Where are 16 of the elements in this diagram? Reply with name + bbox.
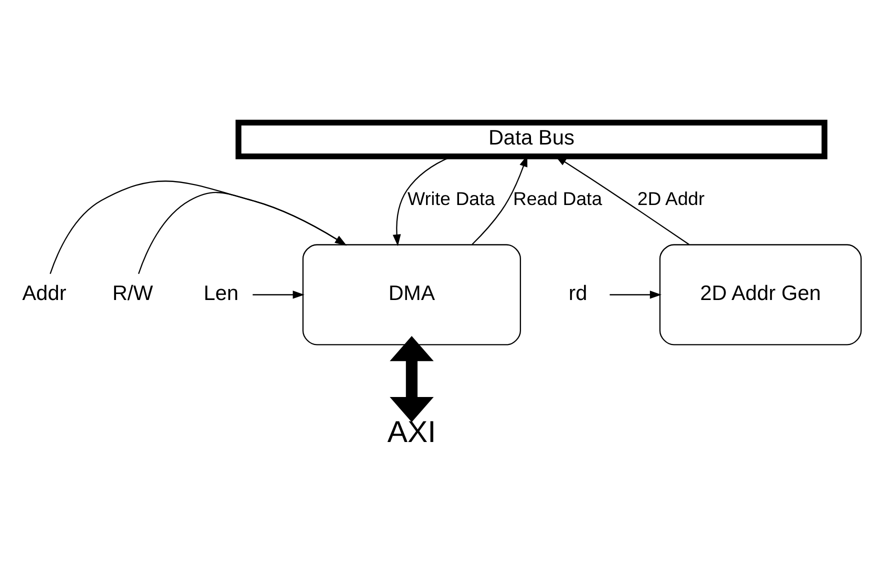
node-box: Data Bus [236,120,828,160]
node-text: Addr [22,282,66,305]
edge-label: Write Data [407,188,495,209]
arrow [252,290,304,299]
node-text: rd [568,282,588,305]
node-text: AXI [387,416,436,450]
node-box: DMA [302,244,521,346]
arrow [610,290,662,299]
node-text: Len [204,282,238,305]
arrow [390,336,434,422]
edge-label: Read Data [513,188,602,209]
edge-label: 2D Addr [637,188,705,209]
arrow [138,192,347,274]
node-box: 2D Addr Gen [659,244,862,346]
arrow [50,180,347,274]
node-text: R/W [112,282,153,305]
